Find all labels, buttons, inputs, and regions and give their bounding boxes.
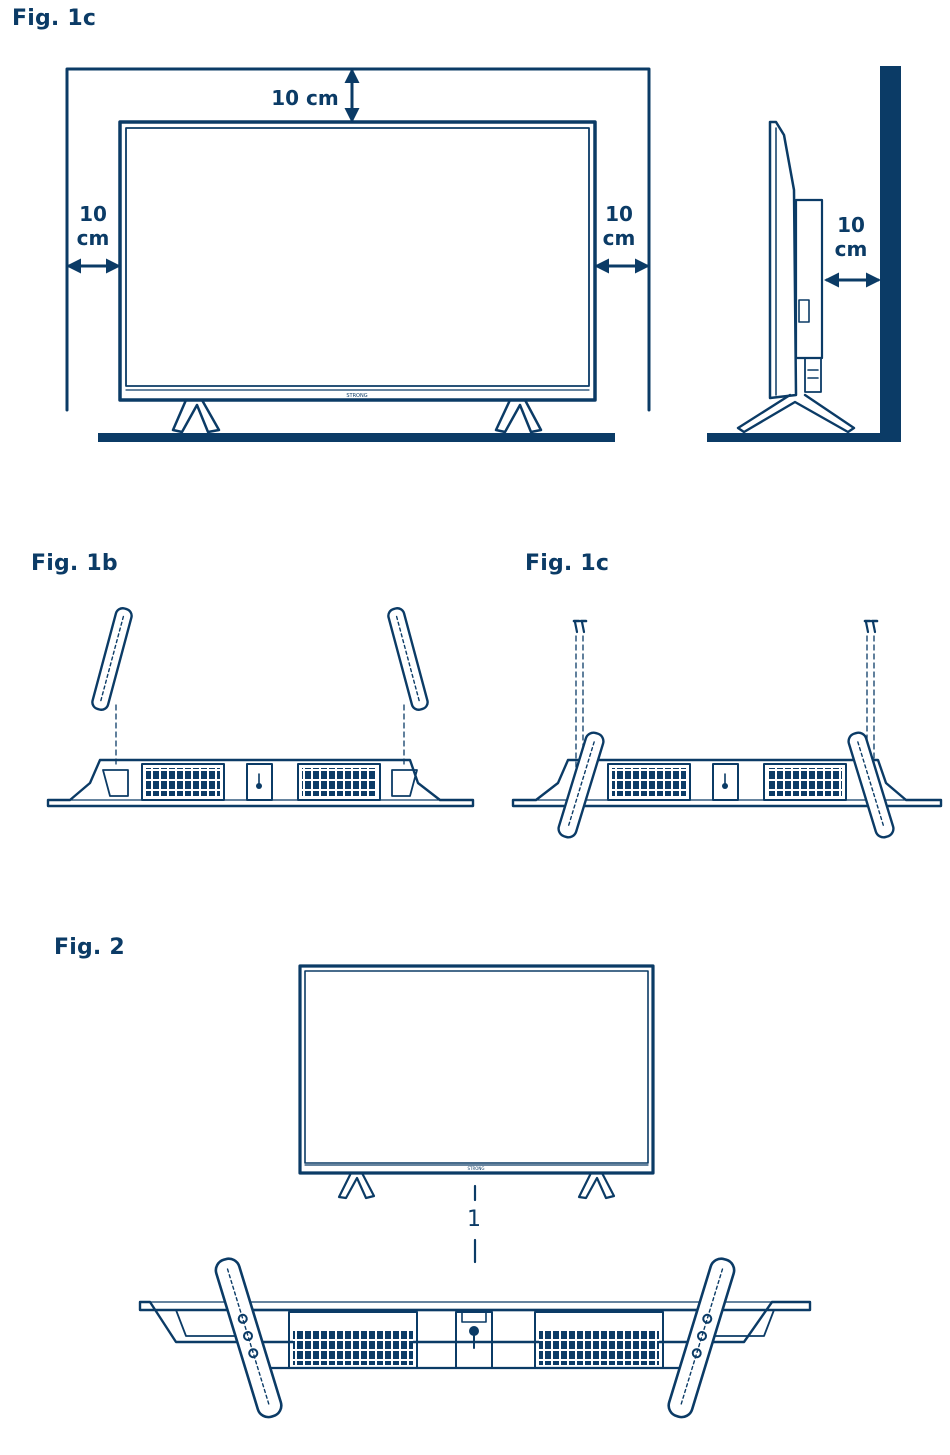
tv-side-profile — [770, 122, 796, 398]
fig2-bottom-view — [140, 1256, 810, 1420]
fig1c-side-view — [707, 66, 901, 442]
floor-side — [707, 433, 882, 442]
fig2-brand-logo: STRONG — [467, 1166, 484, 1171]
tv-front-screen — [126, 128, 589, 386]
fig1c-bottom-assembly — [513, 621, 941, 839]
clearance-boundary — [67, 69, 649, 410]
fig1c-left-leg — [557, 731, 606, 840]
tv-brand-logo: STRONG — [346, 393, 367, 399]
fig2-right-leg — [666, 1256, 737, 1420]
tv-left-foot — [173, 400, 219, 432]
fig2-left-leg — [213, 1256, 284, 1420]
fig1c-front-view: STRONG — [67, 69, 649, 442]
floor-front — [98, 433, 615, 442]
fig2-front-view: STRONG — [300, 966, 653, 1262]
fig2-left-foot — [339, 1173, 374, 1198]
tv-side-back-box — [796, 200, 822, 358]
tv-side-stand — [738, 395, 854, 432]
fig2-tv-frame — [300, 966, 653, 1173]
fig1b-left-leg — [91, 607, 133, 712]
fig1b-right-leg — [387, 607, 429, 712]
wall-side — [880, 66, 901, 442]
tv-right-foot — [496, 400, 541, 432]
fig2-tv-screen — [305, 971, 648, 1163]
tv-front-frame — [120, 122, 595, 400]
fig1b-assembly — [48, 607, 473, 806]
fig2-mount-screw-icon — [469, 1326, 479, 1336]
fig2-right-foot — [579, 1173, 614, 1198]
